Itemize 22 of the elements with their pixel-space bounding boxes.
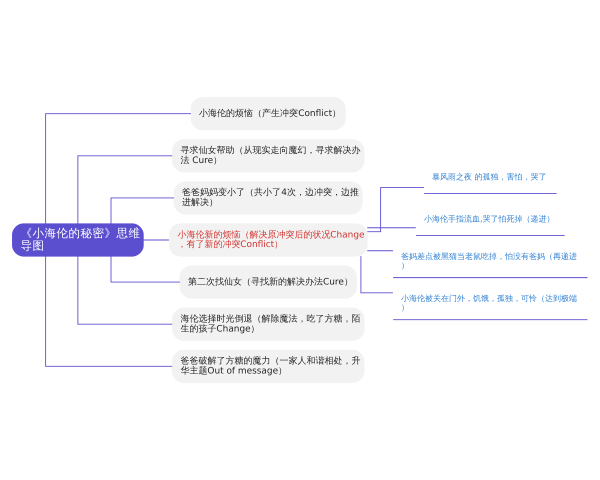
connector (77, 256, 173, 325)
connector (366, 250, 394, 252)
node-box: 爸爸破解了方糖的魔力（一家人和谐相处，升华主题Out of message） (172, 350, 364, 383)
node-text: 小海伦被关在门外，饥饿，孤独，可怜（达到极端） (401, 294, 578, 312)
node-text: 暴风雨之夜 的孤独，害怕，哭了 (432, 172, 547, 182)
node-text: 小海伦手指流血,哭了怕死掉（递进） (424, 214, 555, 224)
connector (110, 256, 180, 283)
node-box: 海伦选择时光倒退（解除魔法，吃了方糖，陌生的孩子Change） (172, 308, 364, 341)
connector (77, 155, 173, 224)
node-text: 爸妈差点被黑猫当老鼠吃掉，怕没有爸妈（再递进） (401, 252, 578, 270)
node-box: 小海伦新的烦恼（解决原冲突后的状况Change，有了新的冲突Conflict） (168, 223, 368, 257)
connector (45, 113, 192, 224)
connector (366, 227, 416, 228)
node-box: 第二次找仙女（寻找新的解决办法Cure） (180, 266, 357, 299)
connector (366, 187, 424, 232)
node-box: 寻求仙女帮助（从现实走向魔幻，寻求解决办法 Cure） (172, 139, 364, 172)
connector (110, 197, 174, 224)
connector (45, 256, 173, 367)
node-box: 小海伦的烦恼（产生冲突Conflict） (190, 97, 346, 130)
node-box: 爸爸妈妈变小了（共小了4次，边冲突，边推进解决） (174, 181, 363, 214)
node-box: 《小海伦的秘密》思维导图 (12, 223, 144, 257)
connector (360, 256, 394, 294)
